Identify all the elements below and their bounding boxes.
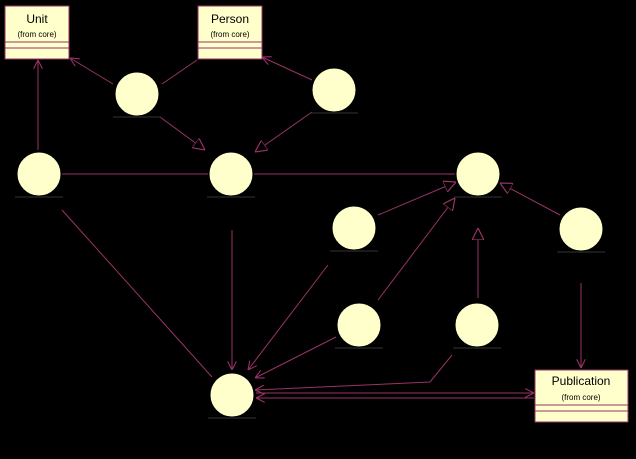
class-stereotype: (from core) <box>561 393 600 402</box>
node-bottom[interactable] <box>208 372 256 419</box>
node-center[interactable] <box>207 151 255 198</box>
class-stereotype: (from core) <box>210 30 249 39</box>
node-right[interactable] <box>454 151 502 198</box>
node-lowmid[interactable] <box>335 302 383 349</box>
assoc-topleft-to-unit <box>70 58 114 85</box>
node-circle <box>454 302 500 348</box>
class-name: Publication <box>552 374 611 388</box>
gen-farright-to-right <box>500 183 561 216</box>
node-circle <box>331 205 377 251</box>
node-topleft[interactable] <box>113 71 161 118</box>
assoc-midright-to-bottom <box>248 264 329 370</box>
class-name: Person <box>211 12 249 26</box>
nodes <box>15 67 605 419</box>
node-lowright[interactable] <box>453 302 501 349</box>
gen-lowmid-to-right <box>377 198 455 301</box>
node-circle <box>16 151 62 197</box>
class-stereotype: (from core) <box>17 30 56 39</box>
node-circle <box>311 67 357 113</box>
assoc-lowmid-to-bottom <box>255 336 337 378</box>
node-circle <box>455 151 501 197</box>
gen-midright-to-right <box>377 182 456 216</box>
assoc-topright-to-person <box>262 57 313 81</box>
node-midright[interactable] <box>330 205 378 252</box>
class-publication[interactable]: Publication (from core) <box>534 369 629 423</box>
class-box <box>4 5 70 60</box>
class-person[interactable]: Person (from core) <box>197 5 263 60</box>
connectors <box>38 57 581 398</box>
class-unit[interactable]: Unit (from core) <box>4 5 70 60</box>
node-circle <box>558 206 604 252</box>
node-circle <box>336 302 382 348</box>
node-circle <box>208 151 254 197</box>
gen-topleft-to-center <box>159 116 205 150</box>
class-name: Unit <box>26 12 48 26</box>
node-topright[interactable] <box>310 67 358 114</box>
assoc-lowright-to-bottom <box>255 354 453 390</box>
class-box <box>197 5 263 60</box>
node-circle <box>114 71 160 117</box>
node-farright[interactable] <box>557 206 605 253</box>
assoc-topleft-to-person <box>161 59 198 85</box>
node-left[interactable] <box>15 151 63 198</box>
gen-topright-to-center <box>255 111 313 152</box>
node-circle <box>209 372 255 418</box>
assoc-left-to-bottom <box>61 209 213 378</box>
class-box <box>534 369 629 423</box>
